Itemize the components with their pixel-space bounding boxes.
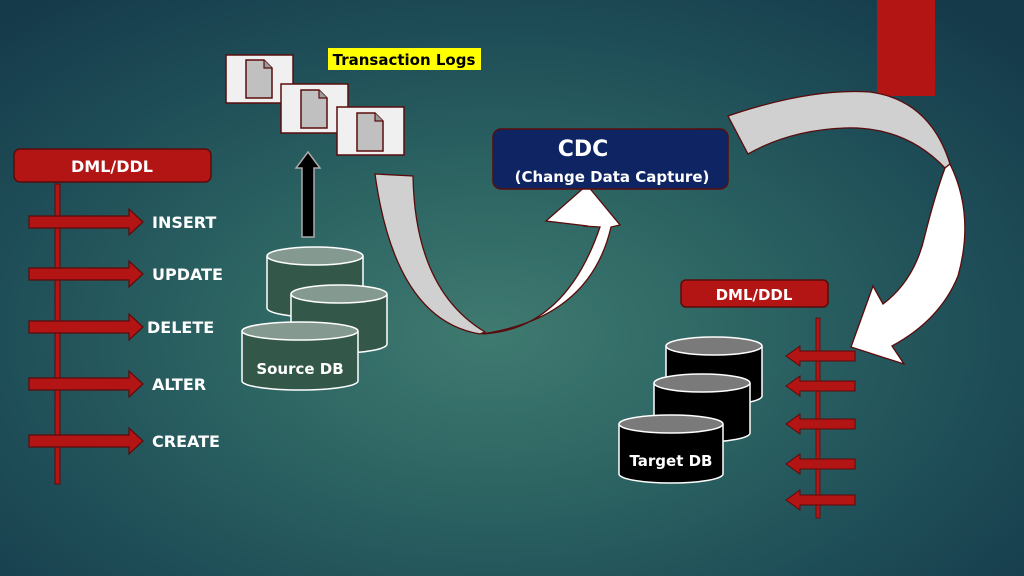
operation-label: ALTER — [152, 375, 206, 394]
transaction-logs: Transaction Logs — [225, 48, 481, 156]
operation-update: UPDATE — [28, 259, 223, 289]
operation-label: CREATE — [152, 432, 220, 451]
source-db-cylinder — [241, 321, 359, 391]
operation-alter: ALTER — [28, 369, 206, 399]
operation-insert: INSERT — [28, 207, 216, 237]
top-red-bar — [877, 0, 935, 96]
transaction-logs-label: Transaction Logs — [333, 51, 476, 69]
operation-create: CREATE — [28, 426, 220, 456]
right-dml-header — [680, 279, 829, 308]
operation-delete: DELETE — [28, 312, 214, 342]
left-dml-header — [13, 148, 212, 183]
operation-label: DELETE — [147, 318, 214, 337]
right-arrow-icon — [28, 369, 144, 399]
transaction-logs-highlight — [328, 48, 481, 70]
document-icon — [300, 89, 328, 129]
left-dml-header-label: DML/DDL — [71, 157, 153, 176]
right-arrow-icon — [28, 259, 144, 289]
left-arrow-icon — [785, 453, 856, 475]
up-arrow-icon — [294, 150, 322, 238]
left-arrow-icon — [785, 345, 856, 367]
cdc-box: CDC (Change Data Capture) — [492, 128, 729, 190]
document-icon — [356, 112, 384, 152]
curved-arrow-cdc-to-target — [727, 90, 966, 366]
right-timeline-line — [815, 317, 821, 519]
target-db-label: Target DB — [629, 452, 712, 470]
u-arrow-logs-to-cdc — [374, 173, 622, 335]
right-arrow-icon — [28, 426, 144, 456]
right-dml-panel: DML/DDL — [680, 279, 856, 519]
left-arrow-icon — [785, 413, 856, 435]
left-dml-panel: DML/DDL INSERT UPDATE DELETE ALTER CREATE — [13, 148, 223, 485]
right-arrow-icon — [28, 312, 144, 342]
left-arrow-icon — [785, 489, 856, 511]
cdc-subtitle: (Change Data Capture) — [515, 168, 710, 186]
log-file-3 — [336, 106, 405, 156]
cdc-title: CDC — [558, 137, 609, 162]
target-db: Target DB — [618, 336, 763, 484]
operation-label: UPDATE — [152, 265, 223, 284]
left-arrow-icon — [785, 375, 856, 397]
document-icon — [245, 59, 273, 99]
source-db: Source DB — [241, 246, 388, 391]
left-timeline-line — [54, 183, 61, 485]
source-db-label: Source DB — [256, 360, 343, 378]
operation-label: INSERT — [152, 213, 216, 232]
right-dml-header-label: DML/DDL — [716, 286, 793, 304]
right-arrow-icon — [28, 207, 144, 237]
target-db-cylinder — [618, 414, 724, 484]
